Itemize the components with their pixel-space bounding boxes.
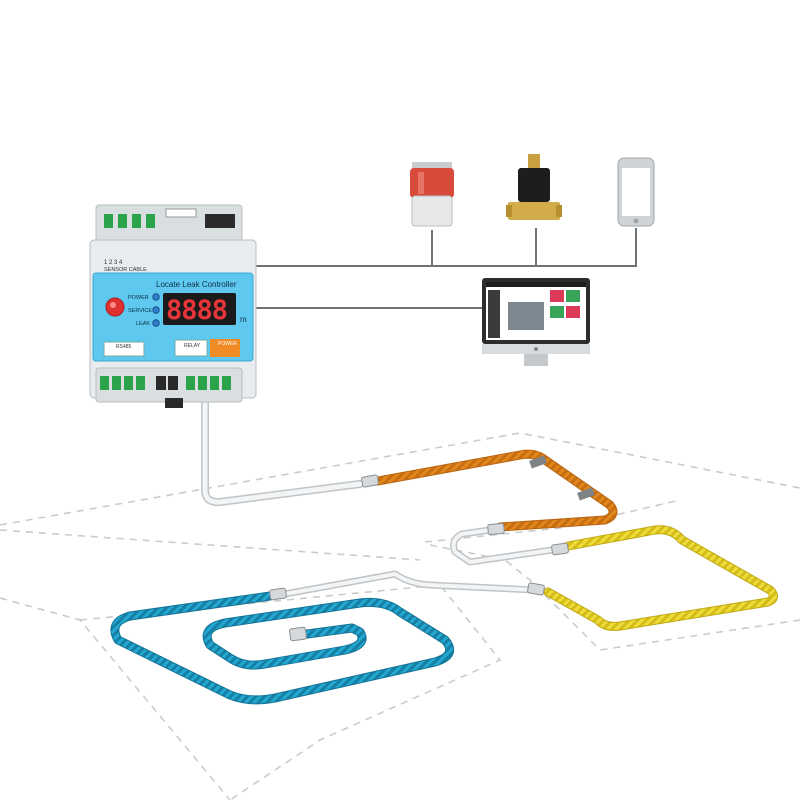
cable-connectors xyxy=(269,474,569,642)
leak-led-icon xyxy=(152,319,160,327)
lead-cable xyxy=(201,398,364,507)
indicator-label-service: SERVICE xyxy=(128,308,152,314)
seven-segment-display xyxy=(163,293,236,325)
monitor-icon xyxy=(482,278,590,366)
connector xyxy=(269,587,287,601)
connector xyxy=(487,522,505,536)
port-labels: RS485 RELAY POWER xyxy=(103,339,240,357)
controller-title: Locate Leak Controller xyxy=(156,280,237,289)
rs485-label: RS485 xyxy=(116,344,132,350)
connector xyxy=(527,582,545,596)
indicator-label-leak: LEAK xyxy=(136,321,150,327)
service-led-icon xyxy=(152,306,160,314)
phone-icon xyxy=(617,157,655,227)
orange-sensor-cable xyxy=(373,449,618,532)
jumper-cables xyxy=(281,526,556,598)
valve-icon xyxy=(506,154,562,220)
display-unit: m xyxy=(240,315,247,324)
end-terminator xyxy=(289,626,307,642)
top-terminals xyxy=(104,214,235,228)
indicator-label-power: POWER xyxy=(128,295,149,301)
yellow-sensor-cable xyxy=(543,525,778,631)
leak-controller: 1 2 3 4 SENSOR CABLE Locate Leak Control… xyxy=(89,204,257,408)
connector xyxy=(361,474,379,488)
blue-sensor-cable xyxy=(110,591,455,705)
bottom-terminals xyxy=(100,376,231,390)
display-value: 8888 xyxy=(166,295,227,326)
status-indicators: POWER SERVICE LEAK xyxy=(128,293,160,327)
power-terminal-block xyxy=(210,339,240,357)
siren-icon xyxy=(410,162,454,227)
connector xyxy=(551,542,569,556)
floor-zones xyxy=(0,432,800,800)
terminal-numbers: 1 2 3 4 xyxy=(104,260,123,266)
signal-wires xyxy=(256,228,637,309)
sensor-cable-label: SENSOR CABLE xyxy=(104,267,147,273)
power-label: POWER xyxy=(218,341,237,347)
relay-label: RELAY xyxy=(184,343,201,349)
power-led-icon xyxy=(152,293,160,301)
